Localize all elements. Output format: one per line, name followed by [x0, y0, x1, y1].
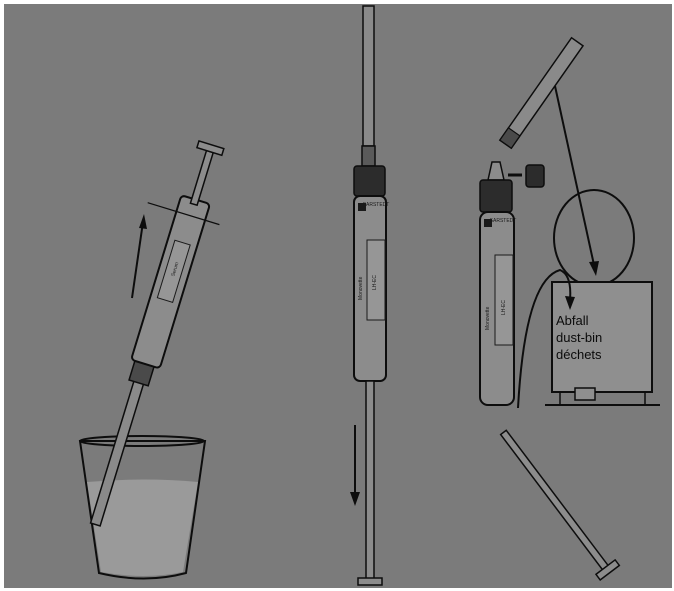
- tube-code-text: LH-EC: [501, 300, 507, 315]
- tube-vertical-text: Monovette: [485, 306, 491, 330]
- tube-brand-text: SARSTEDT: [490, 218, 517, 224]
- waste-label-de: Abfall: [556, 313, 589, 328]
- waste-label-fr: déchets: [556, 347, 602, 362]
- tube-cap: [480, 180, 512, 212]
- tube-cap: [354, 166, 385, 196]
- tube-code-text: LH-EC: [372, 275, 378, 290]
- tube-vertical-text: Monovette: [358, 276, 364, 300]
- waste-label-en: dust-bin: [556, 330, 602, 345]
- tube-brand-text: SARSTEDT: [363, 202, 390, 208]
- plunger-rod: [366, 381, 374, 579]
- top-needle: [363, 6, 374, 146]
- plunger-handle: [358, 578, 382, 585]
- tube-sealed: SARSTEDT LH-EC Monovette: [480, 162, 516, 405]
- needle-hub: [362, 146, 375, 166]
